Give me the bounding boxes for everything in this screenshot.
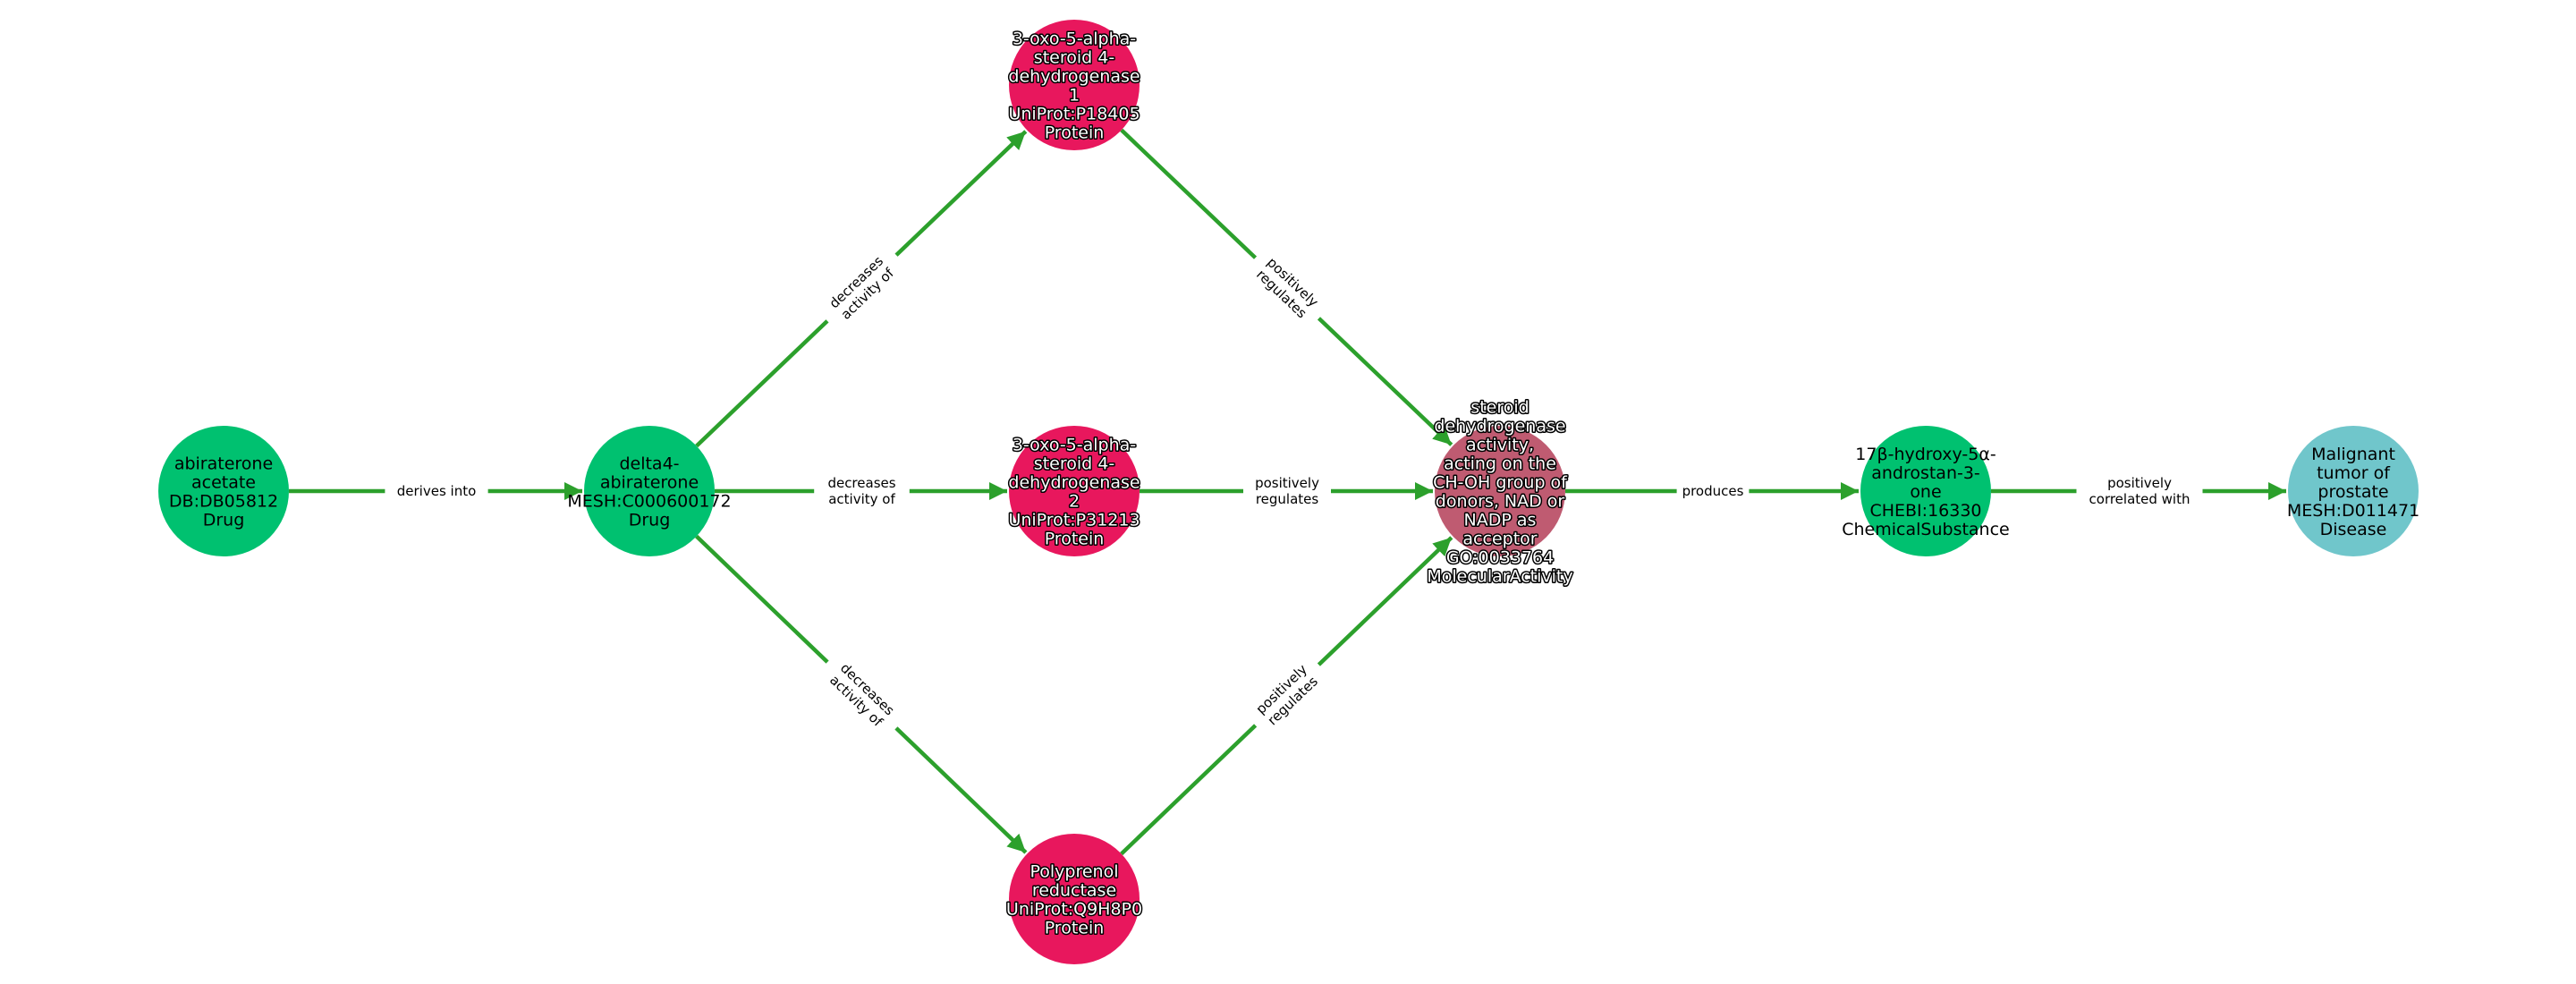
edge-label: produces bbox=[1676, 480, 1750, 502]
node-circle[interactable] bbox=[2288, 426, 2419, 556]
edge-label-line: decreases bbox=[827, 475, 895, 491]
node-circle[interactable] bbox=[1435, 426, 1565, 556]
node-circle[interactable] bbox=[1009, 426, 1140, 556]
node-circle[interactable] bbox=[1860, 426, 1991, 556]
node-circle[interactable] bbox=[158, 426, 289, 556]
node-label-line: acting on the bbox=[1444, 454, 1556, 474]
node-circle[interactable] bbox=[1009, 20, 1140, 150]
node-label-line: donors, NAD or bbox=[1436, 492, 1565, 512]
node-label-line: steroid 4- bbox=[1034, 48, 1114, 68]
node-circle[interactable] bbox=[1009, 834, 1140, 964]
node-dht[interactable]: 17β-hydroxy-5α-androstan-3-oneCHEBI:1633… bbox=[1842, 426, 2010, 556]
node-label-line: 1 bbox=[1069, 86, 1080, 106]
node-label-line: GO:0033764 bbox=[1446, 548, 1554, 568]
node-label-line: abiraterone bbox=[600, 473, 699, 493]
node-label-line: CH-OH group of bbox=[1433, 473, 1568, 493]
edge-label-line: correlated with bbox=[2089, 491, 2190, 507]
node-circle[interactable] bbox=[584, 426, 715, 556]
edge-label-line: positively bbox=[2107, 475, 2172, 491]
node-label-line: Drug bbox=[629, 511, 671, 530]
edge-label-background bbox=[1676, 480, 1750, 502]
node-label-line: dehydrogenase bbox=[1008, 473, 1140, 493]
edge-label-background bbox=[2076, 472, 2203, 510]
node-label-line: acceptor bbox=[1462, 530, 1537, 549]
node-label-line: UniProt:P18405 bbox=[1008, 105, 1140, 124]
node-label-line: Malignant bbox=[2311, 445, 2395, 464]
edge-label-background bbox=[385, 480, 488, 502]
node-label-line: abiraterone bbox=[174, 454, 273, 474]
node-label-line: MESH:D011471 bbox=[2287, 501, 2419, 521]
node-label-line: NADP as bbox=[1464, 511, 1537, 530]
node-label-line: activity, bbox=[1466, 436, 1534, 455]
edge-label-line: produces bbox=[1682, 483, 1744, 499]
node-label-line: 17β-hydroxy-5α- bbox=[1855, 445, 1996, 464]
edge-label-background bbox=[1243, 472, 1331, 510]
node-label-line: Disease bbox=[2320, 520, 2387, 539]
node-label-line: steroid 4- bbox=[1034, 454, 1114, 474]
node-label-line: tumor of bbox=[2317, 463, 2391, 483]
node-label-line: reductase bbox=[1032, 881, 1116, 901]
edge-label: derives into bbox=[385, 480, 488, 502]
edge-label-line: regulates bbox=[1256, 491, 1319, 507]
edge-label-background bbox=[1242, 243, 1332, 333]
edge-label-background bbox=[814, 241, 910, 335]
node-label-line: delta4- bbox=[619, 454, 679, 474]
node-label-line: steroid bbox=[1470, 398, 1529, 418]
node-label-line: dehydrogenase bbox=[1434, 417, 1565, 437]
node-label-line: one bbox=[1910, 482, 1941, 502]
edge-label-background bbox=[1242, 650, 1332, 740]
node-label-line: 3-oxo-5-alpha- bbox=[1013, 436, 1136, 455]
node-label-line: Protein bbox=[1045, 123, 1105, 143]
node-label-line: acetate bbox=[191, 473, 256, 493]
node-label-line: prostate bbox=[2318, 482, 2388, 502]
edge-label-line: positively bbox=[1255, 475, 1319, 491]
node-label-line: CHEBI:16330 bbox=[1869, 501, 1981, 521]
node-label-line: ChemicalSubstance bbox=[1842, 520, 2010, 539]
node-label-line: MESH:C000600172 bbox=[567, 492, 731, 512]
edge-label-background bbox=[814, 648, 910, 742]
node-label-line: 2 bbox=[1069, 492, 1080, 512]
nodes-layer: abirateroneacetateDB:DB05812Drugdelta4-a… bbox=[158, 20, 2419, 964]
node-srd5a2[interactable]: 3-oxo-5-alpha-steroid 4-dehydrogenase2Un… bbox=[1007, 426, 1141, 556]
node-label-line: Protein bbox=[1045, 530, 1105, 549]
node-label-line: MolecularActivity bbox=[1427, 567, 1572, 587]
node-label-line: dehydrogenase bbox=[1008, 67, 1140, 87]
node-label-line: Drug bbox=[203, 511, 245, 530]
node-label-line: Protein bbox=[1045, 919, 1105, 938]
node-label-line: 3-oxo-5-alpha- bbox=[1013, 30, 1136, 49]
node-srd5a1[interactable]: 3-oxo-5-alpha-steroid 4-dehydrogenase1Un… bbox=[1007, 20, 1141, 150]
node-label-line: androstan-3- bbox=[1871, 463, 1980, 483]
node-label-line: UniProt:P31213 bbox=[1008, 511, 1140, 530]
node-label-line: Polyprenol bbox=[1030, 862, 1118, 882]
edge-label-line: activity of bbox=[828, 491, 895, 507]
edge-label-line: derives into bbox=[397, 483, 477, 499]
node-label-line: DB:DB05812 bbox=[169, 492, 278, 512]
node-label-line: UniProt:Q9H8P0 bbox=[1006, 900, 1142, 920]
edge-label-background bbox=[814, 472, 910, 510]
